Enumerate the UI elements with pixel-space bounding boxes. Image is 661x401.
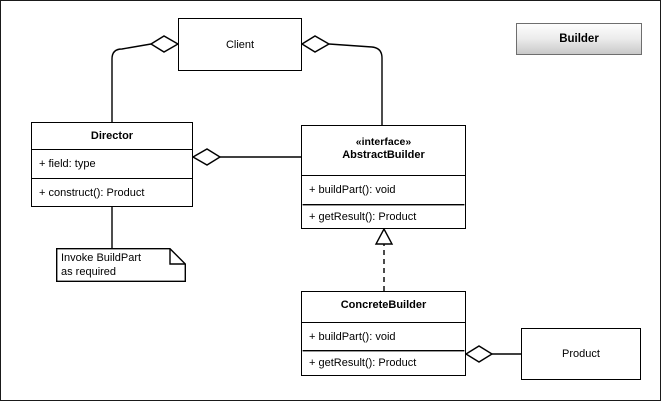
edge-director-abstractbuilder xyxy=(191,148,301,166)
class-box-director[interactable]: Director + field: type + construct(): Pr… xyxy=(31,122,193,207)
class-name-abstractbuilder-text: AbstractBuilder xyxy=(342,149,425,161)
aggregation-diamond-concretebuilder-right xyxy=(464,345,494,363)
class-box-abstractbuilder[interactable]: «interface» AbstractBuilder + buildPart(… xyxy=(301,125,466,229)
operation-item: + construct(): Product xyxy=(39,187,145,199)
class-name-product: Product xyxy=(562,348,600,360)
aggregation-diamond-client-right xyxy=(300,35,331,53)
operation-item: + getResult(): Product xyxy=(309,356,417,369)
class-operations-concretebuilder-2: + getResult(): Product xyxy=(302,350,465,375)
class-header-concretebuilder: ConcreteBuilder xyxy=(302,292,465,319)
operation-item: + getResult(): Product xyxy=(309,211,417,223)
diagram-title-plate[interactable]: Builder xyxy=(516,23,642,55)
aggregation-diamond-director-right xyxy=(191,148,222,166)
edge-concretebuilder-product xyxy=(464,345,521,363)
class-box-concretebuilder[interactable]: ConcreteBuilder + buildPart(): void + ge… xyxy=(301,291,466,376)
class-box-client[interactable]: Client xyxy=(178,18,302,71)
class-name-concretebuilder-text: ConcreteBuilder xyxy=(340,299,427,311)
edge-client-abstractbuilder xyxy=(300,35,383,125)
note-text: Invoke BuildPart as required xyxy=(61,252,142,278)
operation-item: + buildPart(): void xyxy=(309,184,396,196)
diagram-title-label: Builder xyxy=(559,33,599,45)
class-operations-concretebuilder-1: + buildPart(): void xyxy=(302,322,465,350)
class-operations-abstractbuilder-2: + getResult(): Product xyxy=(302,204,465,230)
class-name-client: Client xyxy=(225,38,255,51)
class-name-director-text: Director xyxy=(90,129,134,142)
operation-item: + buildPart(): void xyxy=(309,330,396,343)
edge-concretebuilder-realization xyxy=(374,227,394,291)
note-invoke-buildpart[interactable]: Invoke BuildPart as required xyxy=(56,248,186,282)
class-stereotype-abstractbuilder: «interface» xyxy=(355,136,412,148)
realization-triangle-arrowhead xyxy=(374,227,394,245)
class-operations-abstractbuilder-1: + buildPart(): void xyxy=(302,175,465,204)
class-header-abstractbuilder: «interface» AbstractBuilder xyxy=(302,126,465,172)
class-name-director: Director xyxy=(32,123,192,149)
attribute-item: + field: type xyxy=(39,158,96,170)
edge-director-client xyxy=(111,35,180,122)
aggregation-diamond-client-left xyxy=(149,35,180,53)
class-attributes-director: + field: type xyxy=(32,149,192,178)
class-box-product[interactable]: Product xyxy=(521,328,641,380)
note-shape xyxy=(56,248,186,282)
class-operations-director: + construct(): Product xyxy=(32,178,192,207)
